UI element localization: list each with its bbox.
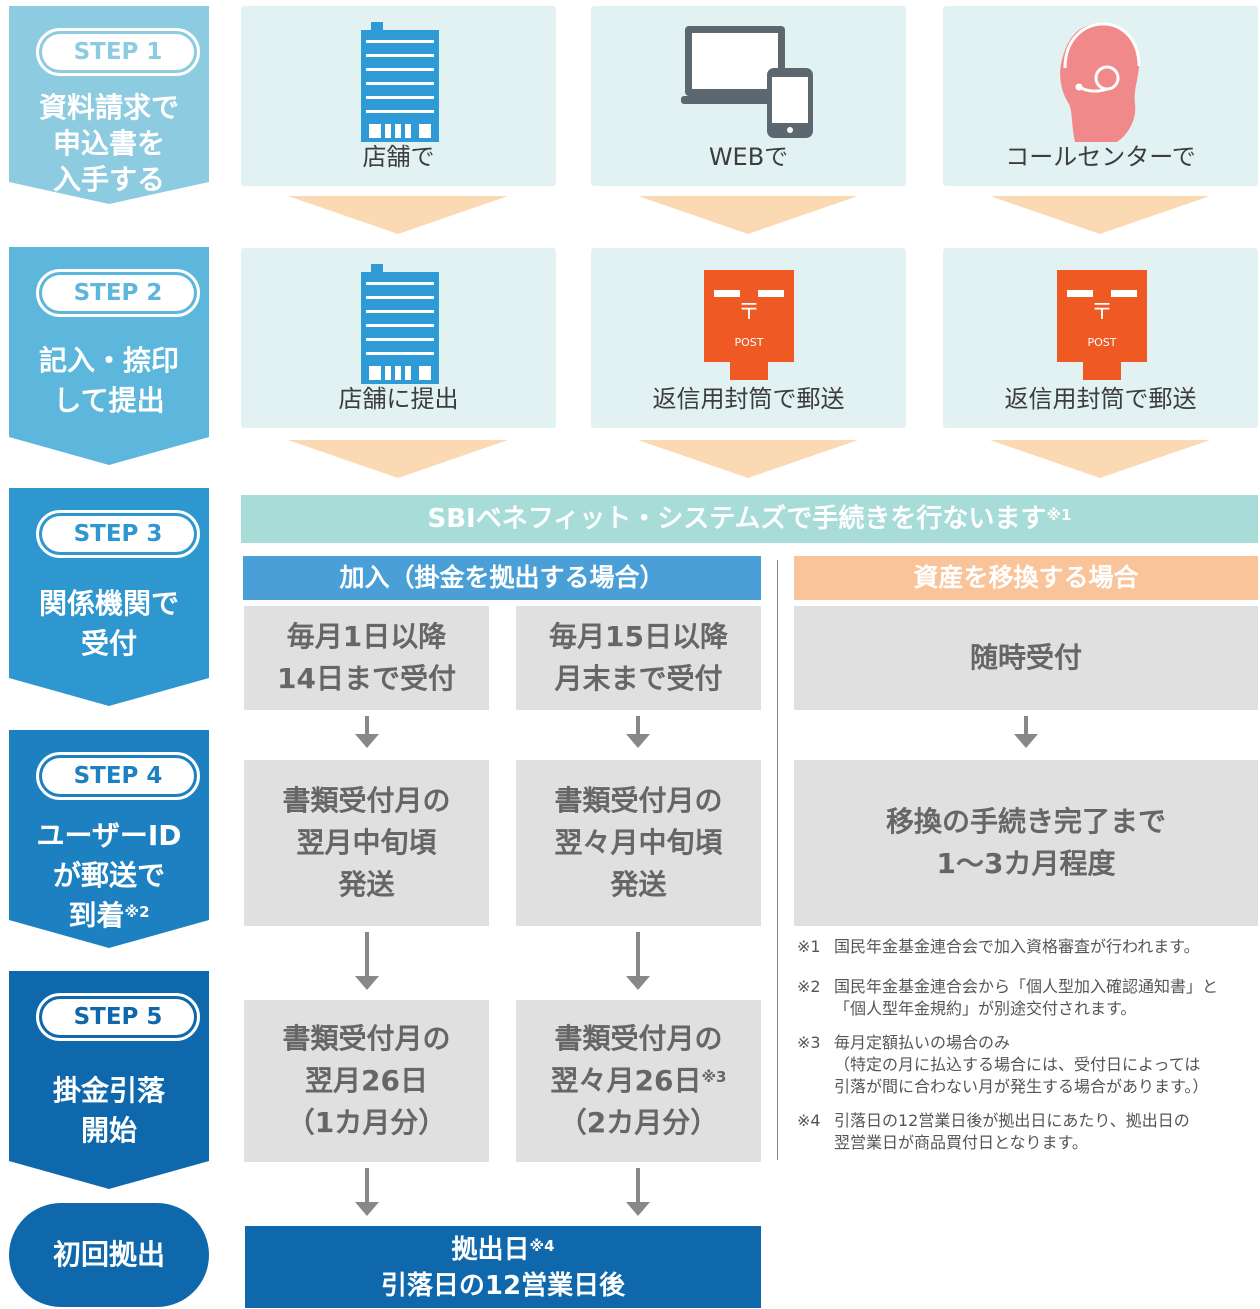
- footnote-mark-1: ※1: [1046, 506, 1072, 524]
- step5-badge: STEP 5: [36, 993, 200, 1041]
- down-arrow: [1014, 716, 1038, 748]
- step4-arrow: STEP 4 ユーザーID が郵送で 到着※2: [9, 730, 209, 948]
- step1-card-label: WEBで: [708, 143, 789, 171]
- footnote-mark-2: ※2: [124, 903, 150, 921]
- sbi-banner: SBIベネフィット・システムズで手続きを行ないます※1: [241, 495, 1258, 543]
- flow-triangle: [638, 440, 858, 478]
- step2-card-label: 店舗に提出: [338, 385, 459, 413]
- flow-triangle: [638, 196, 858, 234]
- building-icon: [361, 22, 439, 142]
- flow-triangle: [288, 440, 508, 478]
- flow-triangle: [288, 196, 508, 234]
- transfer-duration: 移換の手続き完了まで 1〜3カ月程度: [794, 760, 1258, 926]
- down-arrow: [626, 1168, 650, 1216]
- down-arrow: [355, 1168, 379, 1216]
- step2-card-mail: 〒 POST 返信用封筒で郵送: [591, 248, 906, 428]
- down-arrow: [355, 932, 379, 990]
- step3-arrow: STEP 3 関係機関で 受付: [9, 488, 209, 706]
- flow-triangle: [990, 440, 1210, 478]
- join-debit-late: 書類受付月の 翌々月26日※3 （2カ月分）: [516, 1000, 761, 1162]
- join-accept-early: 毎月1日以降 14日まで受付: [244, 606, 489, 710]
- step1-card-label: 店舗で: [362, 143, 435, 171]
- join-debit-early: 書類受付月の 翌月26日 （1カ月分）: [244, 1000, 489, 1162]
- building-icon: [361, 264, 439, 384]
- flow-triangle: [990, 196, 1210, 234]
- step2-card-store: 店舗に提出: [241, 248, 556, 428]
- transfer-accept: 随時受付: [794, 606, 1258, 710]
- step1-title: 資料請求で 申込書を 入手する: [38, 91, 179, 196]
- first-payout-oval: 初回拠出: [9, 1203, 209, 1307]
- transfer-header: 資産を移換する場合: [794, 556, 1258, 600]
- step1-badge: STEP 1: [36, 28, 200, 76]
- step2-card-label: 返信用封筒で郵送: [1004, 385, 1197, 413]
- step4-title: ユーザーID が郵送で 到着※2: [36, 819, 182, 932]
- step4-badge: STEP 4: [36, 752, 200, 800]
- join-ship-early: 書類受付月の 翌月中旬頃 発送: [244, 760, 489, 926]
- column-divider: [777, 560, 778, 1160]
- step1-card-callcenter: コールセンターで: [943, 6, 1258, 186]
- step2-title: 記入・捺印 して提出: [38, 344, 179, 417]
- postbox-icon: 〒 POST: [1057, 270, 1147, 380]
- call-center-icon: [1060, 22, 1141, 142]
- join-accept-late: 毎月15日以降 月末まで受付: [516, 606, 761, 710]
- down-arrow: [355, 716, 379, 748]
- join-header: 加入（掛金を拠出する場合）: [243, 556, 761, 600]
- step1-card-store: 店舗で: [241, 6, 556, 186]
- step5-arrow: STEP 5 掛金引落 開始: [9, 971, 209, 1189]
- step1-arrow: STEP 1 資料請求で 申込書を 入手する: [9, 6, 209, 204]
- join-ship-late: 書類受付月の 翌々月中旬頃 発送: [516, 760, 761, 926]
- footnote-mark-3: ※3: [701, 1068, 727, 1086]
- step3-badge: STEP 3: [36, 510, 200, 558]
- step2-card-label: 返信用封筒で郵送: [652, 385, 845, 413]
- step5-title: 掛金引落 開始: [52, 1074, 165, 1147]
- step2-arrow: STEP 2 記入・捺印 して提出: [9, 247, 209, 465]
- step2-badge: STEP 2: [36, 269, 200, 317]
- payout-box: 拠出日※4 引落日の12営業日後: [245, 1226, 761, 1308]
- laptop-phone-icon: [681, 26, 813, 138]
- down-arrow: [626, 716, 650, 748]
- step2-card-mail: 〒 POST 返信用封筒で郵送: [943, 248, 1258, 428]
- postbox-icon: 〒 POST: [704, 270, 794, 380]
- step1-card-label: コールセンターで: [1005, 143, 1196, 171]
- step1-card-web: WEBで: [591, 6, 906, 186]
- footnote-mark-4: ※4: [529, 1237, 555, 1255]
- step3-title: 関係機関で 受付: [38, 587, 179, 660]
- down-arrow: [626, 932, 650, 990]
